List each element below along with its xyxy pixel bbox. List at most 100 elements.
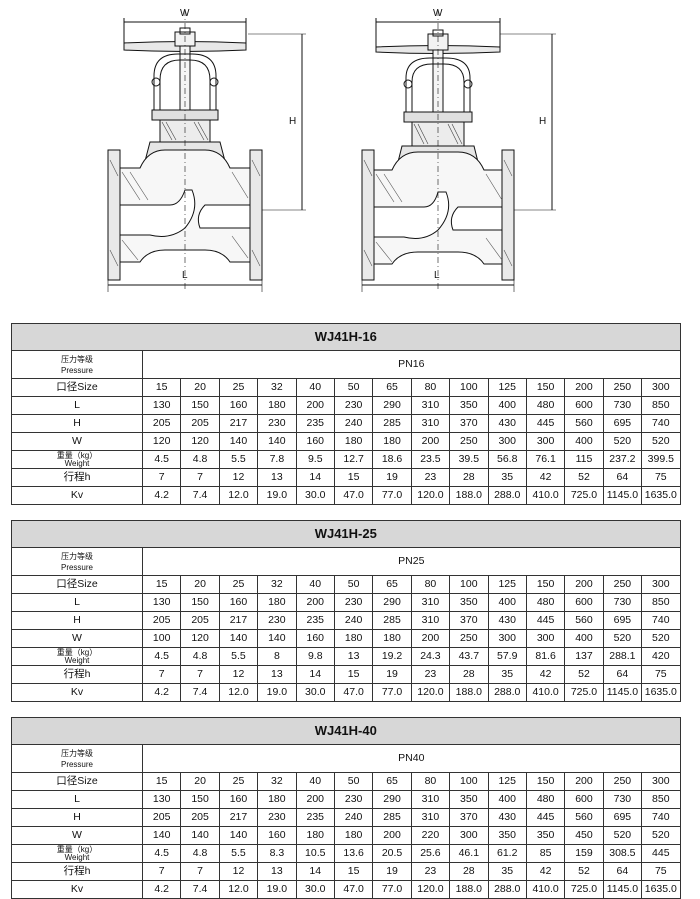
table-cell: 140 (218, 432, 259, 451)
left-h-label: H (289, 116, 297, 127)
right-l-label: L (434, 270, 440, 281)
table-cell: 310 (410, 611, 451, 630)
table-cell: 420 (641, 647, 681, 666)
row-label: W (11, 826, 143, 845)
table-cell: 30.0 (295, 683, 335, 702)
table-cell: 205 (180, 808, 220, 827)
size-cell: 25 (218, 378, 259, 397)
table-cell: 35 (487, 665, 527, 684)
table-cell: 7 (141, 665, 182, 684)
table-cell: 445 (525, 808, 566, 827)
table-cell: 230 (257, 611, 297, 630)
row-label: 重量（kg）Weight (11, 450, 143, 469)
size-cell: 15 (141, 378, 182, 397)
table-cell: 480 (525, 790, 566, 809)
table-cell: 120.0 (410, 683, 451, 702)
size-cell: 150 (525, 575, 566, 594)
table-cell: 850 (641, 790, 681, 809)
table-cell: 220 (410, 826, 451, 845)
table-cell: 410.0 (525, 486, 566, 505)
table-cell: 600 (564, 790, 604, 809)
right-valve-drawing (361, 10, 556, 292)
size-label: 口径Size (11, 575, 143, 594)
table-cell: 740 (641, 611, 681, 630)
row-label: H (11, 808, 143, 827)
row-label-cn: 重量（kg） (56, 844, 98, 854)
size-label: 口径Size (11, 772, 143, 791)
table-cell: 12 (218, 468, 259, 487)
table-cell: 430 (487, 414, 527, 433)
table-cell: 150 (180, 593, 220, 612)
table-cell: 180 (333, 432, 374, 451)
pressure-value: PN40 (142, 744, 681, 773)
table-cell: 39.5 (449, 450, 489, 469)
table-cell: 4.5 (141, 450, 182, 469)
size-cell: 32 (257, 378, 297, 397)
table-cell: 115 (564, 450, 604, 469)
table-cell: 310 (410, 790, 451, 809)
size-cell: 100 (449, 772, 489, 791)
table-cell: 4.2 (141, 486, 182, 505)
table-cell: 1145.0 (602, 486, 643, 505)
table-cell: 237.2 (602, 450, 643, 469)
table-cell: 230 (333, 396, 374, 415)
table-cell: 13 (333, 647, 374, 666)
table-cell: 520 (641, 629, 681, 648)
table-cell: 288.0 (487, 880, 527, 899)
table-cell: 13 (257, 862, 297, 881)
row-label: L (11, 396, 143, 415)
table-cell: 180 (333, 826, 374, 845)
row-label: Kv (11, 880, 143, 899)
table-cell: 14 (295, 862, 335, 881)
table-cell: 235 (295, 808, 335, 827)
table-cell: 180 (295, 826, 335, 845)
pressure-value: PN16 (142, 350, 681, 379)
title-row: WJ41H-25 (11, 520, 681, 548)
pressure-label-en: Pressure (60, 562, 93, 572)
table-cell: 850 (641, 593, 681, 612)
table-cell: 28 (449, 665, 489, 684)
table-cell: 19 (372, 862, 412, 881)
left-w-label: W (180, 8, 190, 19)
table-cell: 7 (180, 862, 220, 881)
table-cell: 10.5 (295, 844, 335, 863)
table-cell: 42 (525, 665, 566, 684)
table-cell: 12.7 (333, 450, 374, 469)
row-label: L (11, 593, 143, 612)
table-cell: 57.9 (487, 647, 527, 666)
table-cell: 350 (449, 593, 489, 612)
pressure-label-cn: 压力等级 (61, 354, 93, 364)
table-cell: 370 (449, 414, 489, 433)
size-cell: 15 (141, 575, 182, 594)
size-cell: 80 (410, 378, 451, 397)
size-cell: 65 (372, 378, 412, 397)
table-cell: 410.0 (525, 683, 566, 702)
right-h-label: H (539, 116, 547, 127)
table-cell: 75 (641, 665, 681, 684)
table-cell: 46.1 (449, 844, 489, 863)
table-cell: 740 (641, 808, 681, 827)
table-cell: 13 (257, 665, 297, 684)
table-cell: 42 (525, 468, 566, 487)
table-cell: 47.0 (333, 880, 374, 899)
table-cell: 4.8 (180, 450, 220, 469)
table-cell: 240 (333, 414, 374, 433)
table-cell: 480 (525, 396, 566, 415)
table-cell: 7.4 (180, 486, 220, 505)
size-cell: 80 (410, 575, 451, 594)
table-cell: 160 (257, 826, 297, 845)
size-cell: 20 (180, 575, 220, 594)
table-cell: 400 (487, 790, 527, 809)
table-cell: 120.0 (410, 880, 451, 899)
table-cell: 15 (333, 862, 374, 881)
